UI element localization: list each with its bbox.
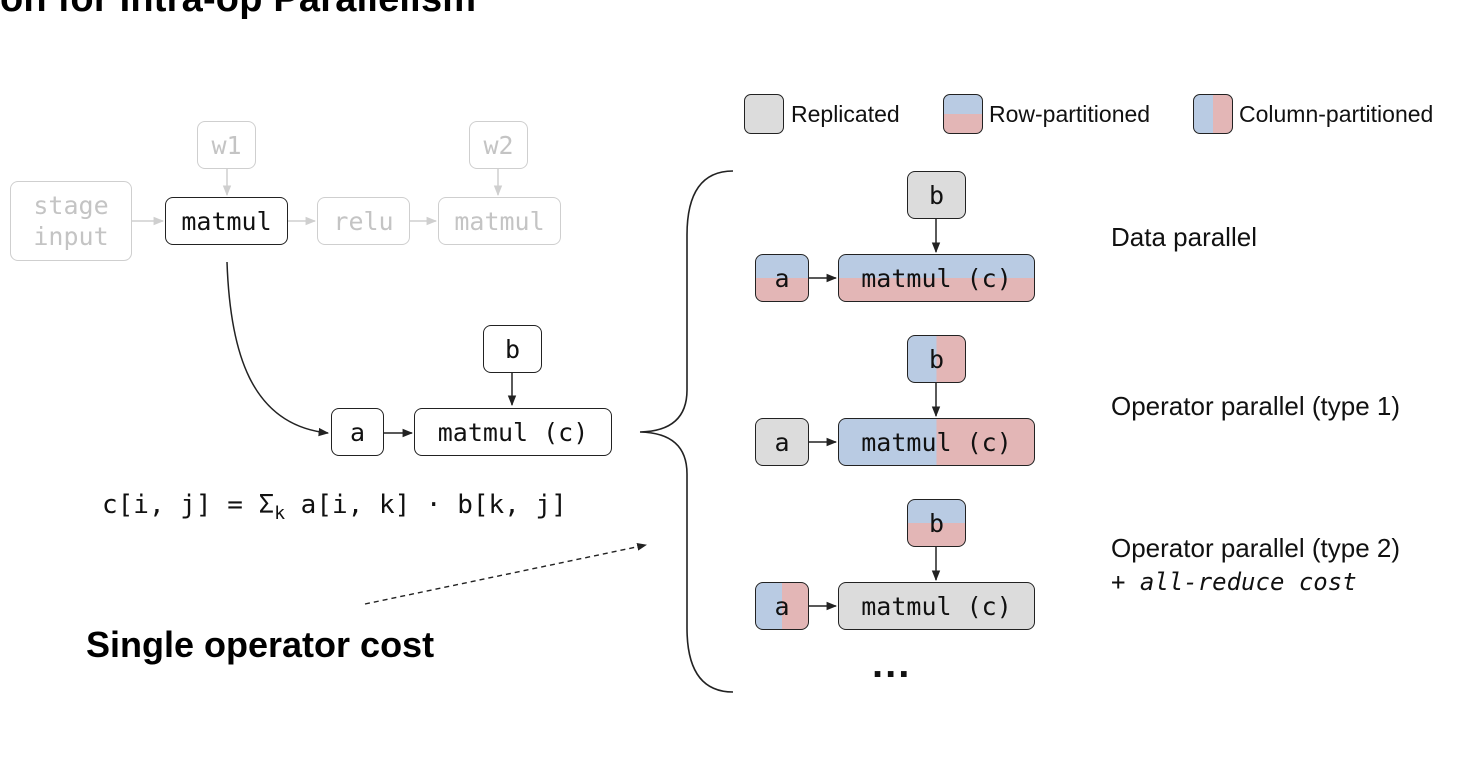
legend-swatch-column <box>1193 94 1233 134</box>
s3-node-matmul-c: matmul (c) <box>838 582 1035 630</box>
formula-rhs: a[i, k] · b[k, j] <box>285 490 567 520</box>
legend-swatch-replicated <box>744 94 784 134</box>
node-matmul-selected: matmul <box>165 197 288 245</box>
s1-node-b: b <box>907 171 966 219</box>
strategy-label-op-parallel-2: Operator parallel (type 2) <box>1111 533 1401 563</box>
zoom-curve <box>226 261 330 437</box>
formula-lhs: c[i, j] = Σ <box>102 490 275 520</box>
strategy-label-data-parallel: Data parallel <box>1111 222 1257 252</box>
slide-title: on for Intra-op Parallelism <box>0 0 476 21</box>
legend-label-replicated: Replicated <box>791 101 900 127</box>
node-matmul-2: matmul <box>438 197 561 245</box>
s2-node-b: b <box>907 335 966 383</box>
single-operator-cost-label: Single operator cost <box>86 624 435 665</box>
s1-node-matmul-c: matmul (c) <box>838 254 1035 302</box>
s3-node-b: b <box>907 499 966 547</box>
legend-label-column: Column-partitioned <box>1239 101 1434 127</box>
strategy-brace <box>639 170 734 693</box>
node-w2: w2 <box>469 121 528 169</box>
more-strategies-ellipsis: ... <box>872 642 912 686</box>
strategy-label-op-parallel-1: Operator parallel (type 1) <box>1111 391 1401 421</box>
strategy-note-all-reduce: + all-reduce cost <box>1111 568 1357 596</box>
dashed-cost-arrow <box>364 542 647 605</box>
node-stage-input: stage input <box>10 181 132 261</box>
s2-node-a: a <box>755 418 809 466</box>
legend-label-row: Row-partitioned <box>989 101 1151 127</box>
detail-node-a: a <box>331 408 384 456</box>
legend-swatch-row <box>943 94 983 134</box>
s1-node-a: a <box>755 254 809 302</box>
node-w1: w1 <box>197 121 256 169</box>
detail-node-b: b <box>483 325 542 373</box>
node-relu: relu <box>317 197 410 245</box>
formula-subscript: k <box>274 503 286 524</box>
matmul-formula: c[i, j] = Σk a[i, k] · b[k, j] <box>102 490 567 524</box>
s3-node-a: a <box>755 582 809 630</box>
s2-node-matmul-c: matmul (c) <box>838 418 1035 466</box>
detail-node-matmul-c: matmul (c) <box>414 408 612 456</box>
